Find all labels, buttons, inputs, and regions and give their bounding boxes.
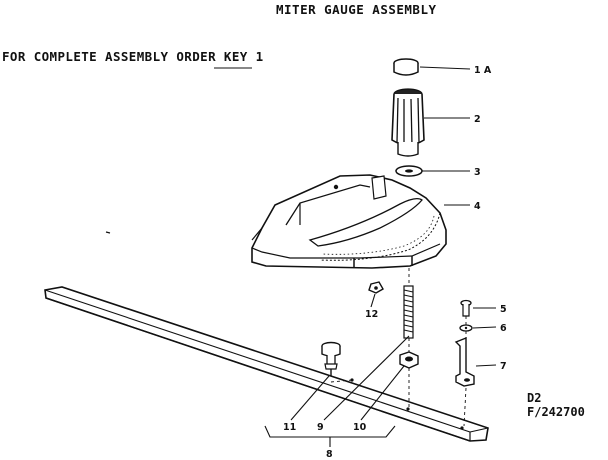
callout-8: 8 xyxy=(326,449,333,460)
assembly-centerlines xyxy=(330,268,467,427)
part-12-nut xyxy=(368,281,384,294)
callout-4: 4 xyxy=(474,201,481,212)
callout-1a: 1 A xyxy=(474,65,492,76)
drawing-code-bottom: F/242700 xyxy=(527,405,585,419)
diagram-title: MITER GAUGE ASSEMBLY xyxy=(276,2,437,17)
drawing-code-top: D2 xyxy=(527,391,542,405)
callout-6: 6 xyxy=(500,323,507,334)
part-5-screw xyxy=(460,299,472,317)
callout-9: 9 xyxy=(317,422,324,433)
part-2-handle xyxy=(391,88,425,157)
order-note: FOR COMPLETE ASSEMBLY ORDER KEY 1 xyxy=(2,49,264,64)
part-3-washer xyxy=(395,165,423,177)
callout-leader-lines xyxy=(264,66,497,447)
part-7-bracket xyxy=(454,336,475,387)
part-4-gauge-body xyxy=(251,174,447,269)
part-10-nut xyxy=(399,351,419,369)
callout-7: 7 xyxy=(500,361,507,372)
callout-2: 2 xyxy=(474,114,481,125)
part-8-guide-bar xyxy=(44,286,489,442)
part-1a-cap xyxy=(393,58,419,76)
callout-12: 12 xyxy=(365,309,378,320)
callout-11: 11 xyxy=(283,422,296,433)
part-9-threaded-stud xyxy=(403,285,414,339)
callout-3: 3 xyxy=(474,167,481,178)
callout-5: 5 xyxy=(500,304,507,315)
stray-mark xyxy=(105,231,111,234)
callout-10: 10 xyxy=(353,422,367,433)
part-6-washer xyxy=(459,324,473,332)
